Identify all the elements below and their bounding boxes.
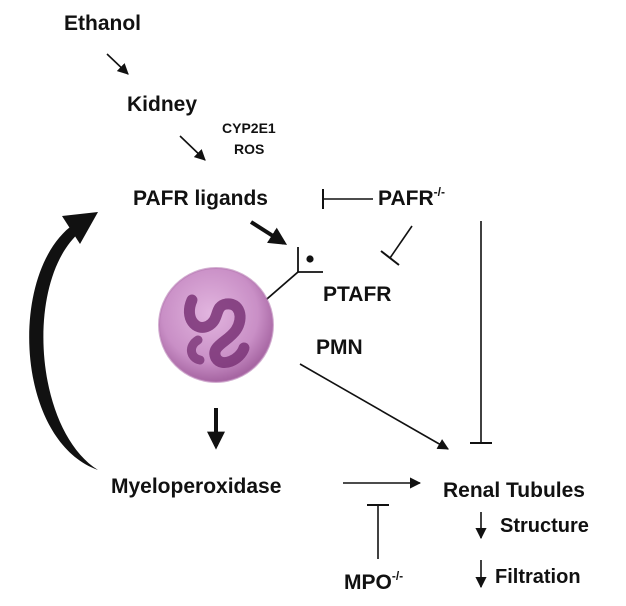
arrow-kidney-pafr-ligands: [179, 135, 206, 161]
neutrophil-cell-icon: [158, 267, 274, 383]
label-structure: Structure: [500, 515, 589, 537]
label-ros: ROS: [234, 141, 264, 157]
mpo-ko-text: MPO: [344, 571, 392, 594]
pafr-ko-text: PAFR: [378, 187, 434, 210]
inhibit-renal-tubules: [470, 221, 492, 444]
label-pmn: PMN: [316, 336, 363, 359]
feedback-curved-arrow: [29, 212, 98, 470]
pafr-ko-superscript: -/-: [434, 185, 445, 199]
arrow-ligands-receptor: [249, 220, 288, 245]
label-pafr-ligands: PAFR ligands: [133, 187, 268, 210]
label-myeloperoxidase: Myeloperoxidase: [111, 475, 281, 498]
label-ethanol: Ethanol: [64, 12, 141, 35]
inhibit-pafr-ligands: [322, 189, 373, 209]
label-renal-tubules: Renal Tubules: [443, 479, 585, 502]
label-filtration: Filtration: [495, 566, 581, 588]
mpo-ko-superscript: -/-: [392, 569, 403, 583]
label-mpo-knockout: MPO-/-: [344, 569, 403, 594]
label-kidney: Kidney: [127, 93, 197, 116]
inhibit-mpo-arrow: [367, 504, 389, 559]
label-cyp2e1: CYP2E1: [222, 120, 276, 136]
arrow-pmn-renal-tubules: [299, 363, 449, 450]
ligand-dot-icon: [306, 255, 314, 263]
label-ptafr: PTAFR: [323, 283, 391, 306]
receptor-y-icon: [259, 247, 323, 306]
label-pafr-knockout: PAFR-/-: [378, 185, 445, 210]
arrow-ethanol-kidney: [106, 53, 129, 75]
inhibit-ptafr: [380, 225, 413, 266]
